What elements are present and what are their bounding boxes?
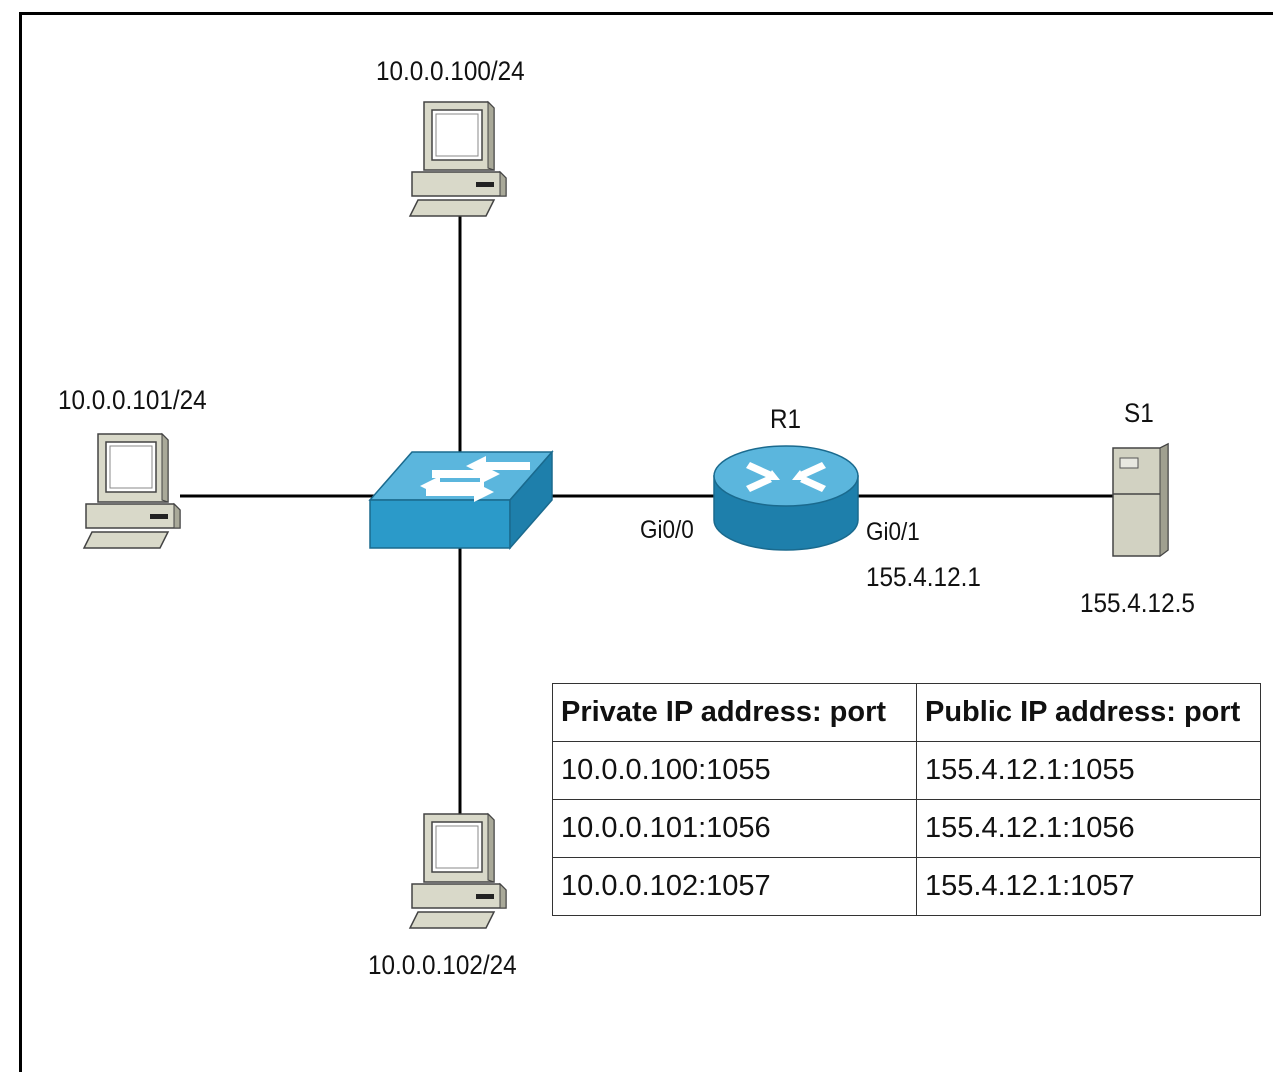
pc-left-icon: [83, 433, 181, 549]
nat-translation-table: Private IP address: port Public IP addre…: [552, 683, 1261, 916]
table-row: 10.0.0.101:1056 155.4.12.1:1056: [552, 799, 1261, 858]
pc-bottom-ip-label: 10.0.0.102/24: [368, 950, 517, 980]
router-outside-interface-label: Gi0/1: [866, 518, 920, 546]
public-address-cell: 155.4.12.1:1056: [916, 799, 1261, 858]
diagram-frame: [19, 12, 1273, 1072]
pc-bottom-icon: [409, 813, 507, 929]
router-outside-ip-label: 155.4.12.1: [866, 562, 981, 592]
private-address-cell: 10.0.0.100:1055: [552, 741, 917, 800]
switch-icon: [368, 450, 554, 550]
table-row: 10.0.0.102:1057 155.4.12.1:1057: [552, 857, 1261, 916]
router-inside-interface-label: Gi0/0: [640, 516, 694, 544]
private-address-cell: 10.0.0.102:1057: [552, 857, 917, 916]
router-name-label: R1: [770, 404, 802, 434]
server-ip-label: 155.4.12.5: [1080, 588, 1195, 618]
private-address-cell: 10.0.0.101:1056: [552, 799, 917, 858]
router-icon: [713, 445, 859, 551]
server-icon: [1112, 442, 1169, 557]
public-address-cell: 155.4.12.1:1055: [916, 741, 1261, 800]
table-row: 10.0.0.100:1055 155.4.12.1:1055: [552, 741, 1261, 800]
server-name-label: S1: [1124, 398, 1154, 428]
pc-top-icon: [409, 101, 507, 217]
pc-left-ip-label: 10.0.0.101/24: [58, 385, 207, 415]
column-header-public: Public IP address: port: [916, 683, 1261, 742]
pc-top-ip-label: 10.0.0.100/24: [376, 56, 525, 86]
public-address-cell: 155.4.12.1:1057: [916, 857, 1261, 916]
column-header-private: Private IP address: port: [552, 683, 917, 742]
table-header-row: Private IP address: port Public IP addre…: [552, 683, 1261, 742]
